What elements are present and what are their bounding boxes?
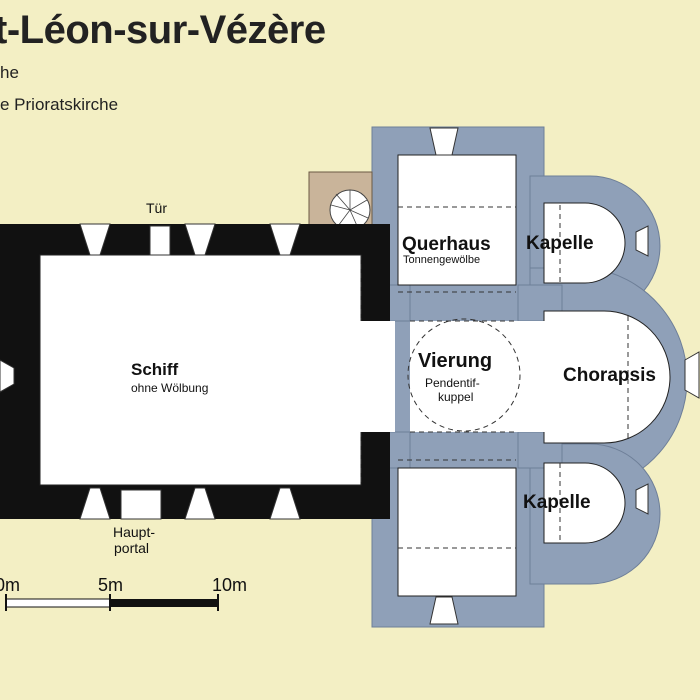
- hauptportal-label-1: Haupt-: [113, 524, 155, 540]
- south-chapel-room: [543, 462, 626, 544]
- querhaus-label: Querhaus: [402, 234, 491, 255]
- east-interiors: [397, 154, 671, 597]
- choir-passage: [518, 321, 546, 432]
- pendentif-label-1: Pendentif-: [425, 376, 480, 390]
- stair-turret: [308, 171, 373, 231]
- north-chapel-room: [543, 202, 626, 284]
- scale-tick-0: 0m: [0, 575, 20, 595]
- pendentif-label-2: kuppel: [438, 390, 473, 404]
- dome-circle: [407, 318, 521, 432]
- hauptportal-label-2: portal: [114, 540, 149, 556]
- transept-south-room: [397, 467, 517, 597]
- transept-north-room: [397, 154, 517, 286]
- tonnengewoelbe-label: Tonnengewölbe: [403, 254, 480, 266]
- vierung-label: Vierung: [418, 350, 492, 372]
- tuer-label: Tür: [146, 200, 167, 216]
- scale-bar: 0m 5m 10m: [0, 575, 247, 611]
- nave-interior: [39, 254, 362, 486]
- schiff-label: Schiff: [131, 360, 179, 379]
- apse-windows: [429, 127, 700, 625]
- scale-tick-10: 10m: [212, 575, 247, 595]
- tuer-door: [149, 225, 171, 256]
- scale-tick-5: 5m: [98, 575, 123, 595]
- kapelle-south-label: Kapelle: [523, 492, 591, 513]
- hauptportal-door: [120, 489, 162, 520]
- crossing-room: [410, 321, 518, 432]
- subtitle-line-2: e Prioratskirche: [0, 95, 119, 114]
- nave: [0, 223, 395, 520]
- page-title: t-Léon-sur-Vézère: [0, 8, 326, 52]
- apse-room: [543, 310, 671, 444]
- vault-lines: [371, 205, 629, 549]
- subtitle-line-1: he: [0, 63, 19, 82]
- ohne-woelbung-label: ohne Wölbung: [131, 381, 208, 395]
- chorapsis-label: Chorapsis: [563, 365, 656, 386]
- kapelle-north-label: Kapelle: [526, 233, 594, 254]
